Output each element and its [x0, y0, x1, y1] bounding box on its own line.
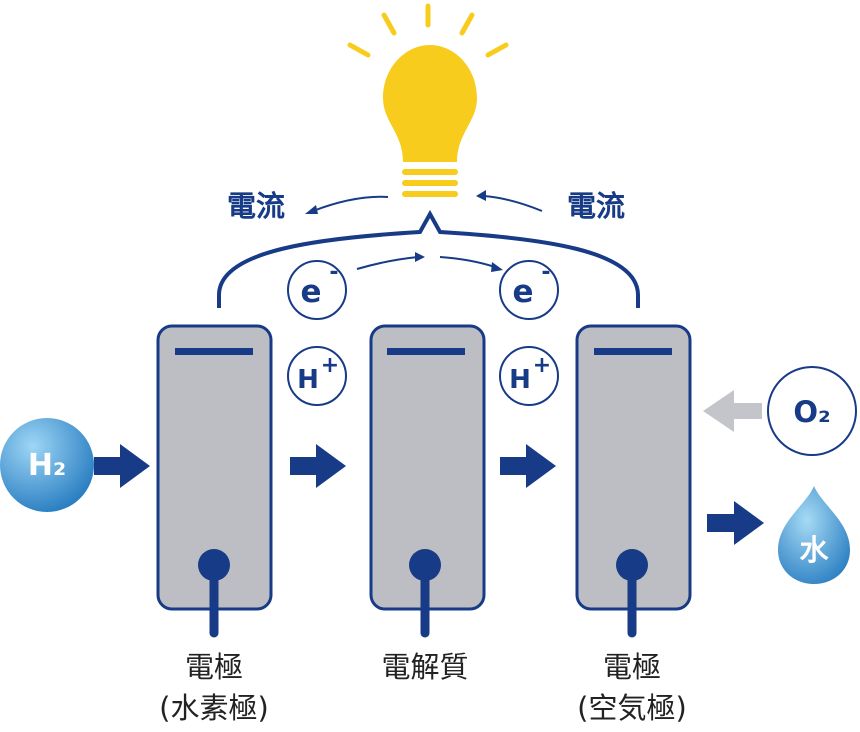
current-label-right: 電流 — [567, 189, 625, 223]
svg-text:O₂: O₂ — [793, 395, 830, 429]
o2-inflow-arrow — [703, 390, 762, 432]
anode-label-line1: 電極 — [185, 650, 243, 684]
water-drop-icon: 水 — [778, 486, 850, 584]
svg-text:H: H — [297, 365, 319, 395]
water-outflow-arrow — [707, 501, 764, 545]
flow-arrow-anode-to-electrolyte — [290, 444, 346, 488]
electrolyte-label: 電解質 — [381, 650, 468, 684]
oxygen-molecule-icon: O₂ — [767, 366, 857, 456]
electron-flow-arrow-1 — [356, 252, 425, 270]
electrolyte-plate — [369, 324, 486, 638]
current-label-left: 電流 — [227, 189, 285, 223]
svg-text:水: 水 — [799, 533, 829, 567]
svg-text:-: - — [329, 260, 338, 285]
cathode-plate — [575, 324, 692, 638]
current-arrow-right — [476, 190, 543, 212]
proton-badge-2: H + — [499, 346, 559, 406]
light-bulb-icon — [347, 3, 509, 197]
svg-text:+: + — [533, 353, 551, 378]
electron-badge-2: e - — [499, 260, 559, 320]
electron-flow-arrow-2 — [439, 256, 503, 272]
cathode-label-line2: (空気極) — [577, 691, 687, 725]
svg-text:e: e — [512, 274, 533, 310]
flow-arrow-electrolyte-to-cathode — [500, 444, 556, 488]
proton-badge-1: H + — [287, 346, 347, 406]
anode-label-line2: (水素極) — [159, 691, 269, 725]
anode-plate — [156, 324, 273, 638]
svg-text:-: - — [541, 260, 550, 285]
svg-text:H: H — [509, 365, 531, 395]
circuit-wire — [217, 209, 640, 308]
h2-inflow-arrow — [94, 444, 150, 488]
electron-badge-1: e - — [287, 260, 347, 320]
hydrogen-molecule-icon: H₂ — [0, 418, 94, 512]
svg-text:e: e — [300, 274, 321, 310]
svg-text:H₂: H₂ — [28, 448, 66, 483]
current-arrow-left — [305, 195, 389, 214]
cathode-label-line1: 電極 — [603, 650, 661, 684]
svg-text:+: + — [321, 353, 339, 378]
